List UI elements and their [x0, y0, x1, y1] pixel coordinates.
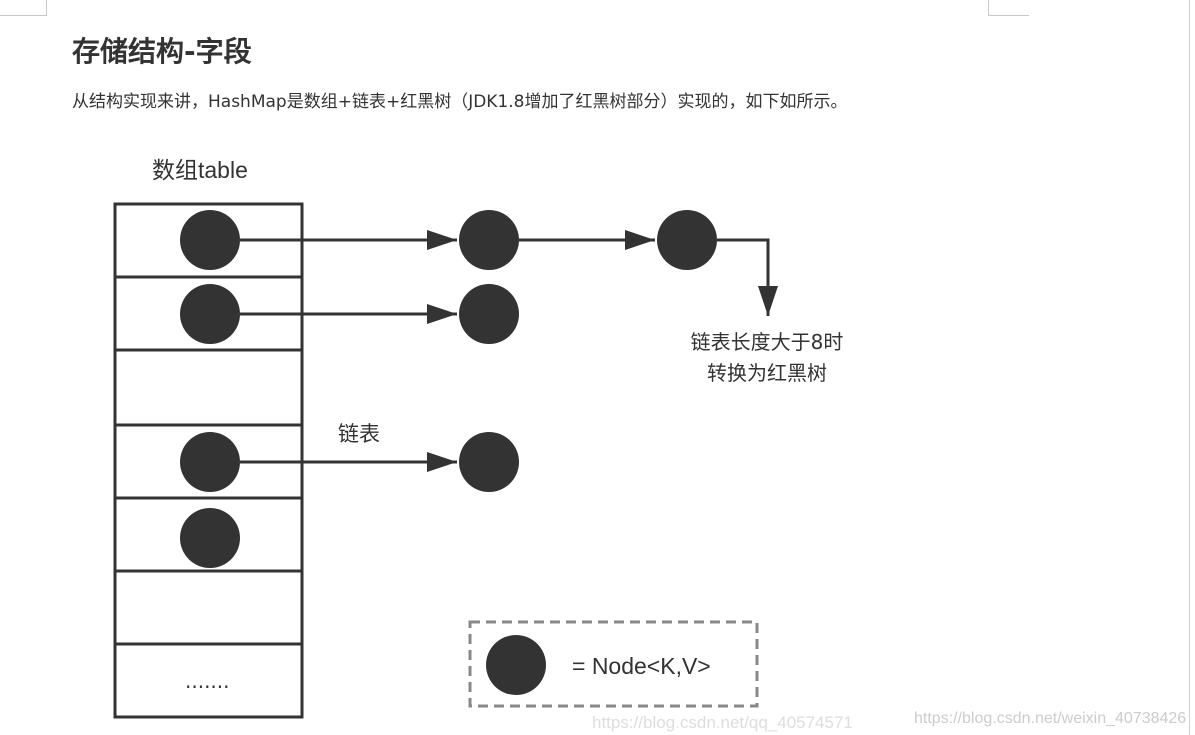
node: [180, 210, 240, 270]
node: [180, 284, 240, 344]
table-label: 数组table: [152, 157, 248, 183]
nodes: [180, 210, 717, 568]
watermark: https://blog.csdn.net/weixin_40738426: [914, 710, 1186, 727]
node: [459, 432, 519, 492]
node: [459, 284, 519, 344]
legend: = Node<K,V>: [468, 620, 759, 708]
page-edge: [1189, 0, 1190, 735]
legend-node: [486, 635, 546, 695]
treeify-note-line2: 转换为红黑树: [707, 361, 827, 385]
page-corner-mark: [988, 0, 1029, 16]
node: [459, 210, 519, 270]
node: [180, 432, 240, 492]
description: 从结构实现来讲，HashMap是数组+链表+红黑树（JDK1.8增加了红黑树部分…: [72, 92, 848, 112]
node: [657, 210, 717, 270]
arrow: [717, 238, 778, 316]
linked-list-label: 链表: [338, 422, 380, 446]
page-title: 存储结构-字段: [72, 35, 252, 68]
array-table: [113, 202, 304, 719]
legend-text: = Node<K,V>: [572, 653, 711, 679]
arrows: [240, 230, 778, 472]
treeify-note-line1: 链表长度大于8时: [691, 330, 844, 354]
watermark: https://blog.csdn.net/qq_40574571: [592, 713, 853, 732]
node: [180, 508, 240, 568]
page-corner-mark: [0, 0, 47, 16]
table-ellipsis: .......: [185, 669, 230, 693]
